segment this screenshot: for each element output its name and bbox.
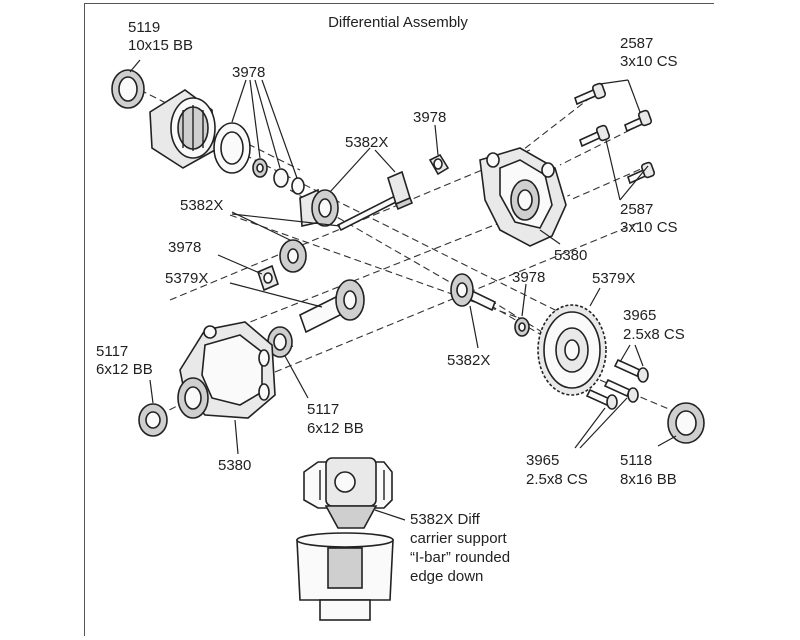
label-5380-right: 5380 (554, 247, 587, 264)
label-5119-desc: 10x15 BB (128, 37, 193, 54)
housing-5380-right (479, 147, 567, 247)
diagram-title: Differential Assembly (328, 14, 468, 31)
label-2587-top-desc: 3x10 CS (620, 53, 678, 70)
label-5379x-right: 5379X (592, 270, 635, 287)
label-3965-bot-num: 3965 (526, 452, 559, 469)
bearing-5119 (111, 69, 145, 109)
label-3965-bot-desc: 2.5x8 CS (526, 471, 588, 488)
note-line-1: 5382X Diff (410, 511, 481, 528)
label-3978-right: 3978 (512, 269, 545, 286)
bearing-5117-left (138, 403, 168, 437)
label-3978-left: 3978 (168, 239, 201, 256)
washer-3978-right (514, 317, 530, 337)
ring-gear-5379x-right (537, 304, 607, 396)
washer-3978-left (257, 264, 279, 292)
label-2587-bot-desc: 3x10 CS (620, 219, 678, 236)
label-5379x-left: 5379X (165, 270, 208, 287)
label-2587-top-num: 2587 (620, 35, 653, 52)
label-5382x-a: 5382X (345, 134, 388, 151)
spider-gear-5382x-right (450, 273, 497, 312)
label-3965-top-num: 3965 (623, 307, 656, 324)
washer-3978-top (252, 158, 268, 178)
label-5117-left-num: 5117 (96, 343, 128, 360)
diff-carrier-cup (149, 89, 216, 169)
label-5117-mid-num: 5117 (307, 401, 339, 418)
label-5382x-c: 5382X (447, 352, 490, 369)
label-3965-top-desc: 2.5x8 CS (623, 326, 685, 343)
label-3978-top: 3978 (232, 64, 265, 81)
part-labels: 5119 10x15 BB 3978 3978 5382X 5382X 3978… (96, 19, 685, 585)
label-5119-num: 5119 (128, 19, 160, 36)
screw-2587-4 (627, 161, 656, 185)
bearing-5118 (667, 402, 705, 444)
label-2587-bot-num: 2587 (620, 201, 653, 218)
leader-lines (129, 59, 677, 521)
screw-3965-2 (603, 378, 639, 403)
screw-2587-1 (574, 82, 607, 106)
label-5117-mid-desc: 6x12 BB (307, 420, 364, 437)
housing-5380-left (177, 321, 276, 419)
screw-3965-3 (585, 388, 618, 410)
label-5118-desc: 8x16 BB (620, 471, 677, 488)
label-5118-num: 5118 (620, 452, 652, 469)
output-gear-5379x-left (299, 279, 365, 334)
note-line-4: edge down (410, 568, 483, 585)
spider-gear-5382x-upper (299, 188, 339, 227)
label-3978-mid: 3978 (413, 109, 446, 126)
label-5380-left: 5380 (218, 457, 251, 474)
carrier-support-i-bar (387, 170, 414, 211)
note-line-2: carrier support (410, 530, 508, 547)
diagram-frame (84, 3, 714, 636)
washer-3978-mid (428, 153, 450, 176)
label-5117-left-desc: 6x12 BB (96, 361, 153, 378)
washer-3978-top-3 (291, 177, 305, 195)
screw-2587-3 (624, 109, 653, 133)
bearing-5117-mid (267, 326, 293, 358)
cross-pin (336, 194, 400, 232)
spider-gear-5382x-left (279, 239, 307, 273)
i-bar-inset-diagram (296, 457, 394, 621)
note-line-3: “I-bar” rounded (410, 549, 510, 566)
screw-3965-1 (613, 358, 649, 383)
washer-3978-top-2 (273, 168, 289, 188)
label-5382x-b: 5382X (180, 197, 223, 214)
diff-gasket (213, 122, 251, 174)
screw-2587-2 (579, 124, 611, 148)
